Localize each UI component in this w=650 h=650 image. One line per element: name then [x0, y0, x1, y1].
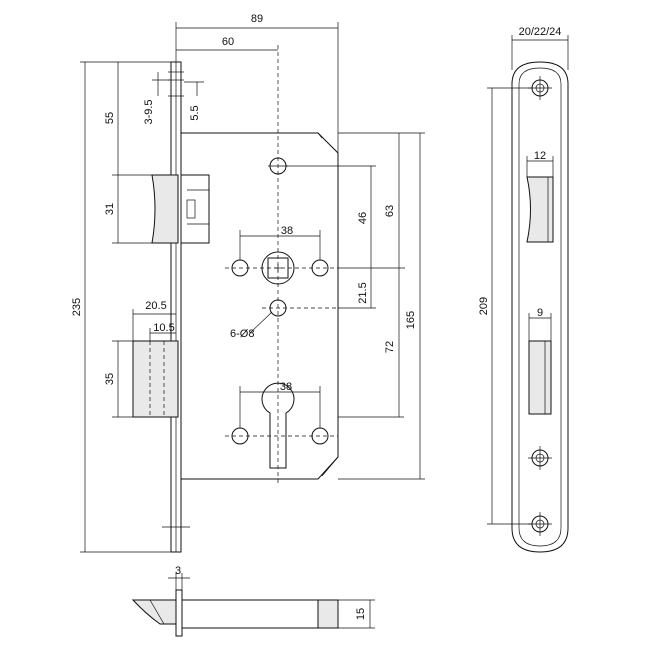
dim-bolt-depth: 15: [355, 608, 367, 620]
case-chamfer-detail: [317, 132, 339, 477]
faceplate-dimensions: 20/22/24 12 9 209: [478, 26, 569, 525]
dim-handle-to-cylinder: 72: [384, 341, 396, 353]
dim-bolt-projection: 20.5: [145, 300, 166, 312]
dim-latch-slot-width: 12: [534, 150, 546, 162]
front-view-dimensions: 89 60 235 55 31 3-9.5 5.5 20.5 10.5: [71, 13, 425, 553]
dim-faceplate-thickness: 3: [175, 565, 181, 577]
dim-total-height: 235: [71, 298, 83, 316]
dim-handle-to-hole: 21.5: [357, 282, 369, 303]
latch-spring: [186, 199, 196, 219]
dim-handle-spacing: 38: [281, 225, 293, 237]
faceplate-inner-edge: [518, 67, 562, 547]
dead-bolt: [132, 340, 179, 418]
dim-bolt-width: 10.5: [153, 322, 174, 334]
top-view-dimensions: 3 15: [168, 565, 375, 629]
bolt-slot: [528, 340, 552, 415]
dim-faceplate-offset: 3-9.5: [143, 99, 155, 124]
dim-faceplate-hole-spacing: 209: [478, 297, 490, 315]
dim-handle-to-top: 46: [357, 212, 369, 224]
latch-bolt: [151, 174, 179, 244]
dim-faceplate-widths: 20/22/24: [519, 26, 562, 38]
dim-latch-height: 31: [104, 203, 116, 215]
dim-width-total: 89: [251, 13, 263, 25]
dim-bolt-slot-width: 9: [537, 307, 543, 319]
top-faceplate: [175, 589, 183, 637]
dim-backset: 60: [222, 36, 234, 48]
latch-slot: [526, 176, 554, 243]
dim-hole-diameter: 6-Ø8: [230, 328, 254, 340]
top-case: [181, 599, 339, 629]
top-latch: [131, 599, 177, 625]
dim-bolt-height: 35: [104, 373, 116, 385]
dim-case-height: 165: [405, 311, 417, 329]
cylinder-cutout-icon: [261, 382, 295, 469]
faceplate-front: [511, 61, 569, 553]
top-case-end: [317, 599, 339, 629]
front-view: [132, 45, 339, 553]
dim-latch-top: 55: [104, 112, 116, 124]
faceplate-view: [511, 61, 569, 553]
dim-cylinder-spacing: 38: [280, 381, 292, 393]
top-view: [131, 589, 339, 637]
dim-faceplate-small: 5.5: [189, 105, 201, 120]
dim-top-to-handle: 63: [384, 205, 396, 217]
